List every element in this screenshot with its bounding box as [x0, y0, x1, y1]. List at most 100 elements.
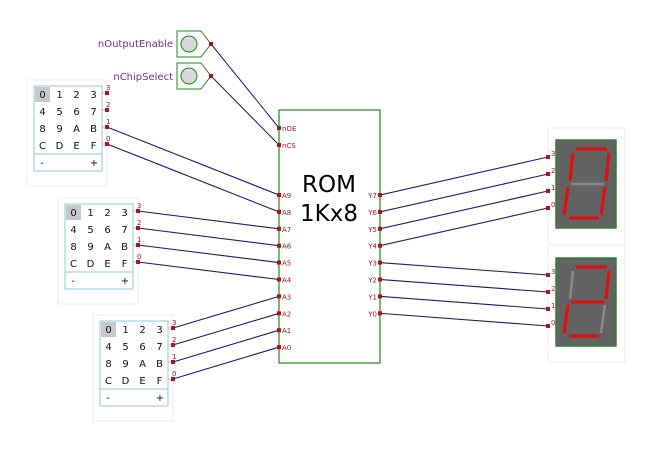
key-2[interactable]: 2 [73, 90, 79, 101]
wire-y2[interactable] [379, 278, 549, 293]
key-D[interactable]: D [87, 259, 95, 270]
key-5[interactable]: 5 [122, 342, 128, 353]
rom-pin-y7[interactable] [378, 193, 382, 197]
key-7[interactable]: 7 [121, 225, 127, 236]
wire-a5[interactable] [137, 244, 280, 264]
display-input-pin-0[interactable] [546, 324, 550, 328]
keypad-output-pin-3[interactable] [171, 326, 175, 330]
wire-a3[interactable] [172, 295, 280, 329]
key-0[interactable]: 0 [39, 90, 45, 101]
rom-pin-a5[interactable] [277, 260, 281, 265]
rom-pin-a2[interactable] [277, 311, 281, 316]
key-7[interactable]: 7 [90, 107, 96, 118]
key-0[interactable]: 0 [105, 325, 111, 336]
key-4[interactable]: 4 [105, 342, 111, 353]
keypad-output-pin-0[interactable] [171, 377, 175, 381]
increment-button[interactable]: + [121, 276, 129, 287]
wire-y1[interactable] [379, 295, 549, 310]
input-output-pin[interactable] [209, 42, 213, 46]
keypad-output-pin-0[interactable] [136, 260, 140, 264]
key-9[interactable]: 9 [87, 242, 93, 253]
wire-y0[interactable] [379, 312, 549, 327]
increment-button[interactable]: + [90, 158, 98, 169]
key-B[interactable]: B [90, 124, 97, 135]
input-pin-nchipselect[interactable]: nChipSelect [113, 62, 212, 90]
key-0[interactable]: 0 [70, 208, 76, 219]
keypad-output-pin-1[interactable] [105, 125, 109, 129]
decrement-button[interactable]: - [106, 393, 110, 404]
key-1[interactable]: 1 [56, 90, 62, 101]
key-4[interactable]: 4 [70, 225, 76, 236]
wire-y5[interactable] [379, 190, 549, 230]
rom-pin-y4[interactable] [378, 243, 382, 248]
rom-pin-noe[interactable] [277, 126, 281, 130]
rom-pin-a4[interactable] [277, 277, 281, 282]
key-5[interactable]: 5 [56, 107, 62, 118]
wire-y3[interactable] [379, 262, 549, 276]
wire-y6[interactable] [379, 173, 549, 213]
key-C[interactable]: C [105, 376, 112, 387]
input-output-pin[interactable] [209, 74, 213, 78]
key-2[interactable]: 2 [139, 325, 145, 336]
key-7[interactable]: 7 [156, 342, 162, 353]
rom-pin-a0[interactable] [277, 345, 281, 350]
key-6[interactable]: 6 [104, 225, 110, 236]
key-C[interactable]: C [70, 259, 77, 270]
key-D[interactable]: D [56, 141, 64, 152]
display-input-pin-3[interactable] [546, 273, 550, 277]
wire-y7[interactable] [379, 156, 549, 196]
key-1[interactable]: 1 [87, 208, 93, 219]
rom-pin-a6[interactable] [277, 243, 281, 248]
key-3[interactable]: 3 [156, 325, 162, 336]
rom-pin-y6[interactable] [378, 209, 382, 214]
key-3[interactable]: 3 [121, 208, 127, 219]
rom-pin-y0[interactable] [378, 311, 382, 316]
key-A[interactable]: A [139, 359, 146, 370]
increment-button[interactable]: + [156, 393, 164, 404]
key-E[interactable]: E [139, 376, 145, 387]
key-4[interactable]: 4 [39, 107, 45, 118]
key-3[interactable]: 3 [90, 90, 96, 101]
display-input-pin-1[interactable] [546, 307, 550, 311]
key-8[interactable]: 8 [105, 359, 111, 370]
wire-a0[interactable] [172, 346, 280, 380]
key-8[interactable]: 8 [39, 124, 45, 135]
rom-pin-a9[interactable] [277, 193, 281, 197]
decrement-button[interactable]: - [40, 158, 44, 169]
toggle-led-icon[interactable] [180, 67, 198, 85]
keypad-output-pin-2[interactable] [136, 226, 140, 230]
wire-a4[interactable] [137, 261, 280, 281]
display-input-pin-2[interactable] [546, 290, 550, 294]
rom-pin-y2[interactable] [378, 277, 382, 282]
keypad-output-pin-3[interactable] [105, 91, 109, 95]
keypad-output-pin-2[interactable] [105, 108, 109, 112]
rom-pin-a7[interactable] [277, 226, 281, 231]
key-A[interactable]: A [73, 124, 80, 135]
rom-pin-a3[interactable] [277, 294, 281, 299]
wire-a8[interactable] [106, 143, 280, 213]
wire-noe[interactable] [210, 43, 280, 129]
rom-component[interactable]: ROM 1Kx8 nOEnCSA9A8A7A6A5A4A3A2A1A0Y7Y6Y… [277, 109, 382, 364]
display-input-pin-1[interactable] [546, 189, 550, 193]
keypad-output-pin-2[interactable] [171, 343, 175, 347]
wire-a1[interactable] [172, 329, 280, 363]
key-B[interactable]: B [156, 359, 163, 370]
input-pin-noutputenable[interactable]: nOutputEnable [98, 30, 212, 58]
key-F[interactable]: F [122, 259, 128, 270]
key-6[interactable]: 6 [73, 107, 79, 118]
wire-a2[interactable] [172, 312, 280, 346]
keypad-output-pin-1[interactable] [136, 243, 140, 247]
rom-pin-y3[interactable] [378, 260, 382, 265]
display-input-pin-3[interactable] [546, 155, 550, 159]
keypad-output-pin-1[interactable] [171, 360, 175, 364]
key-F[interactable]: F [91, 141, 97, 152]
wire-a6[interactable] [137, 227, 280, 247]
rom-pin-ncs[interactable] [277, 143, 281, 147]
rom-pin-y1[interactable] [378, 294, 382, 299]
key-8[interactable]: 8 [70, 242, 76, 253]
key-2[interactable]: 2 [104, 208, 110, 219]
key-E[interactable]: E [104, 259, 110, 270]
display-input-pin-0[interactable] [546, 206, 550, 210]
